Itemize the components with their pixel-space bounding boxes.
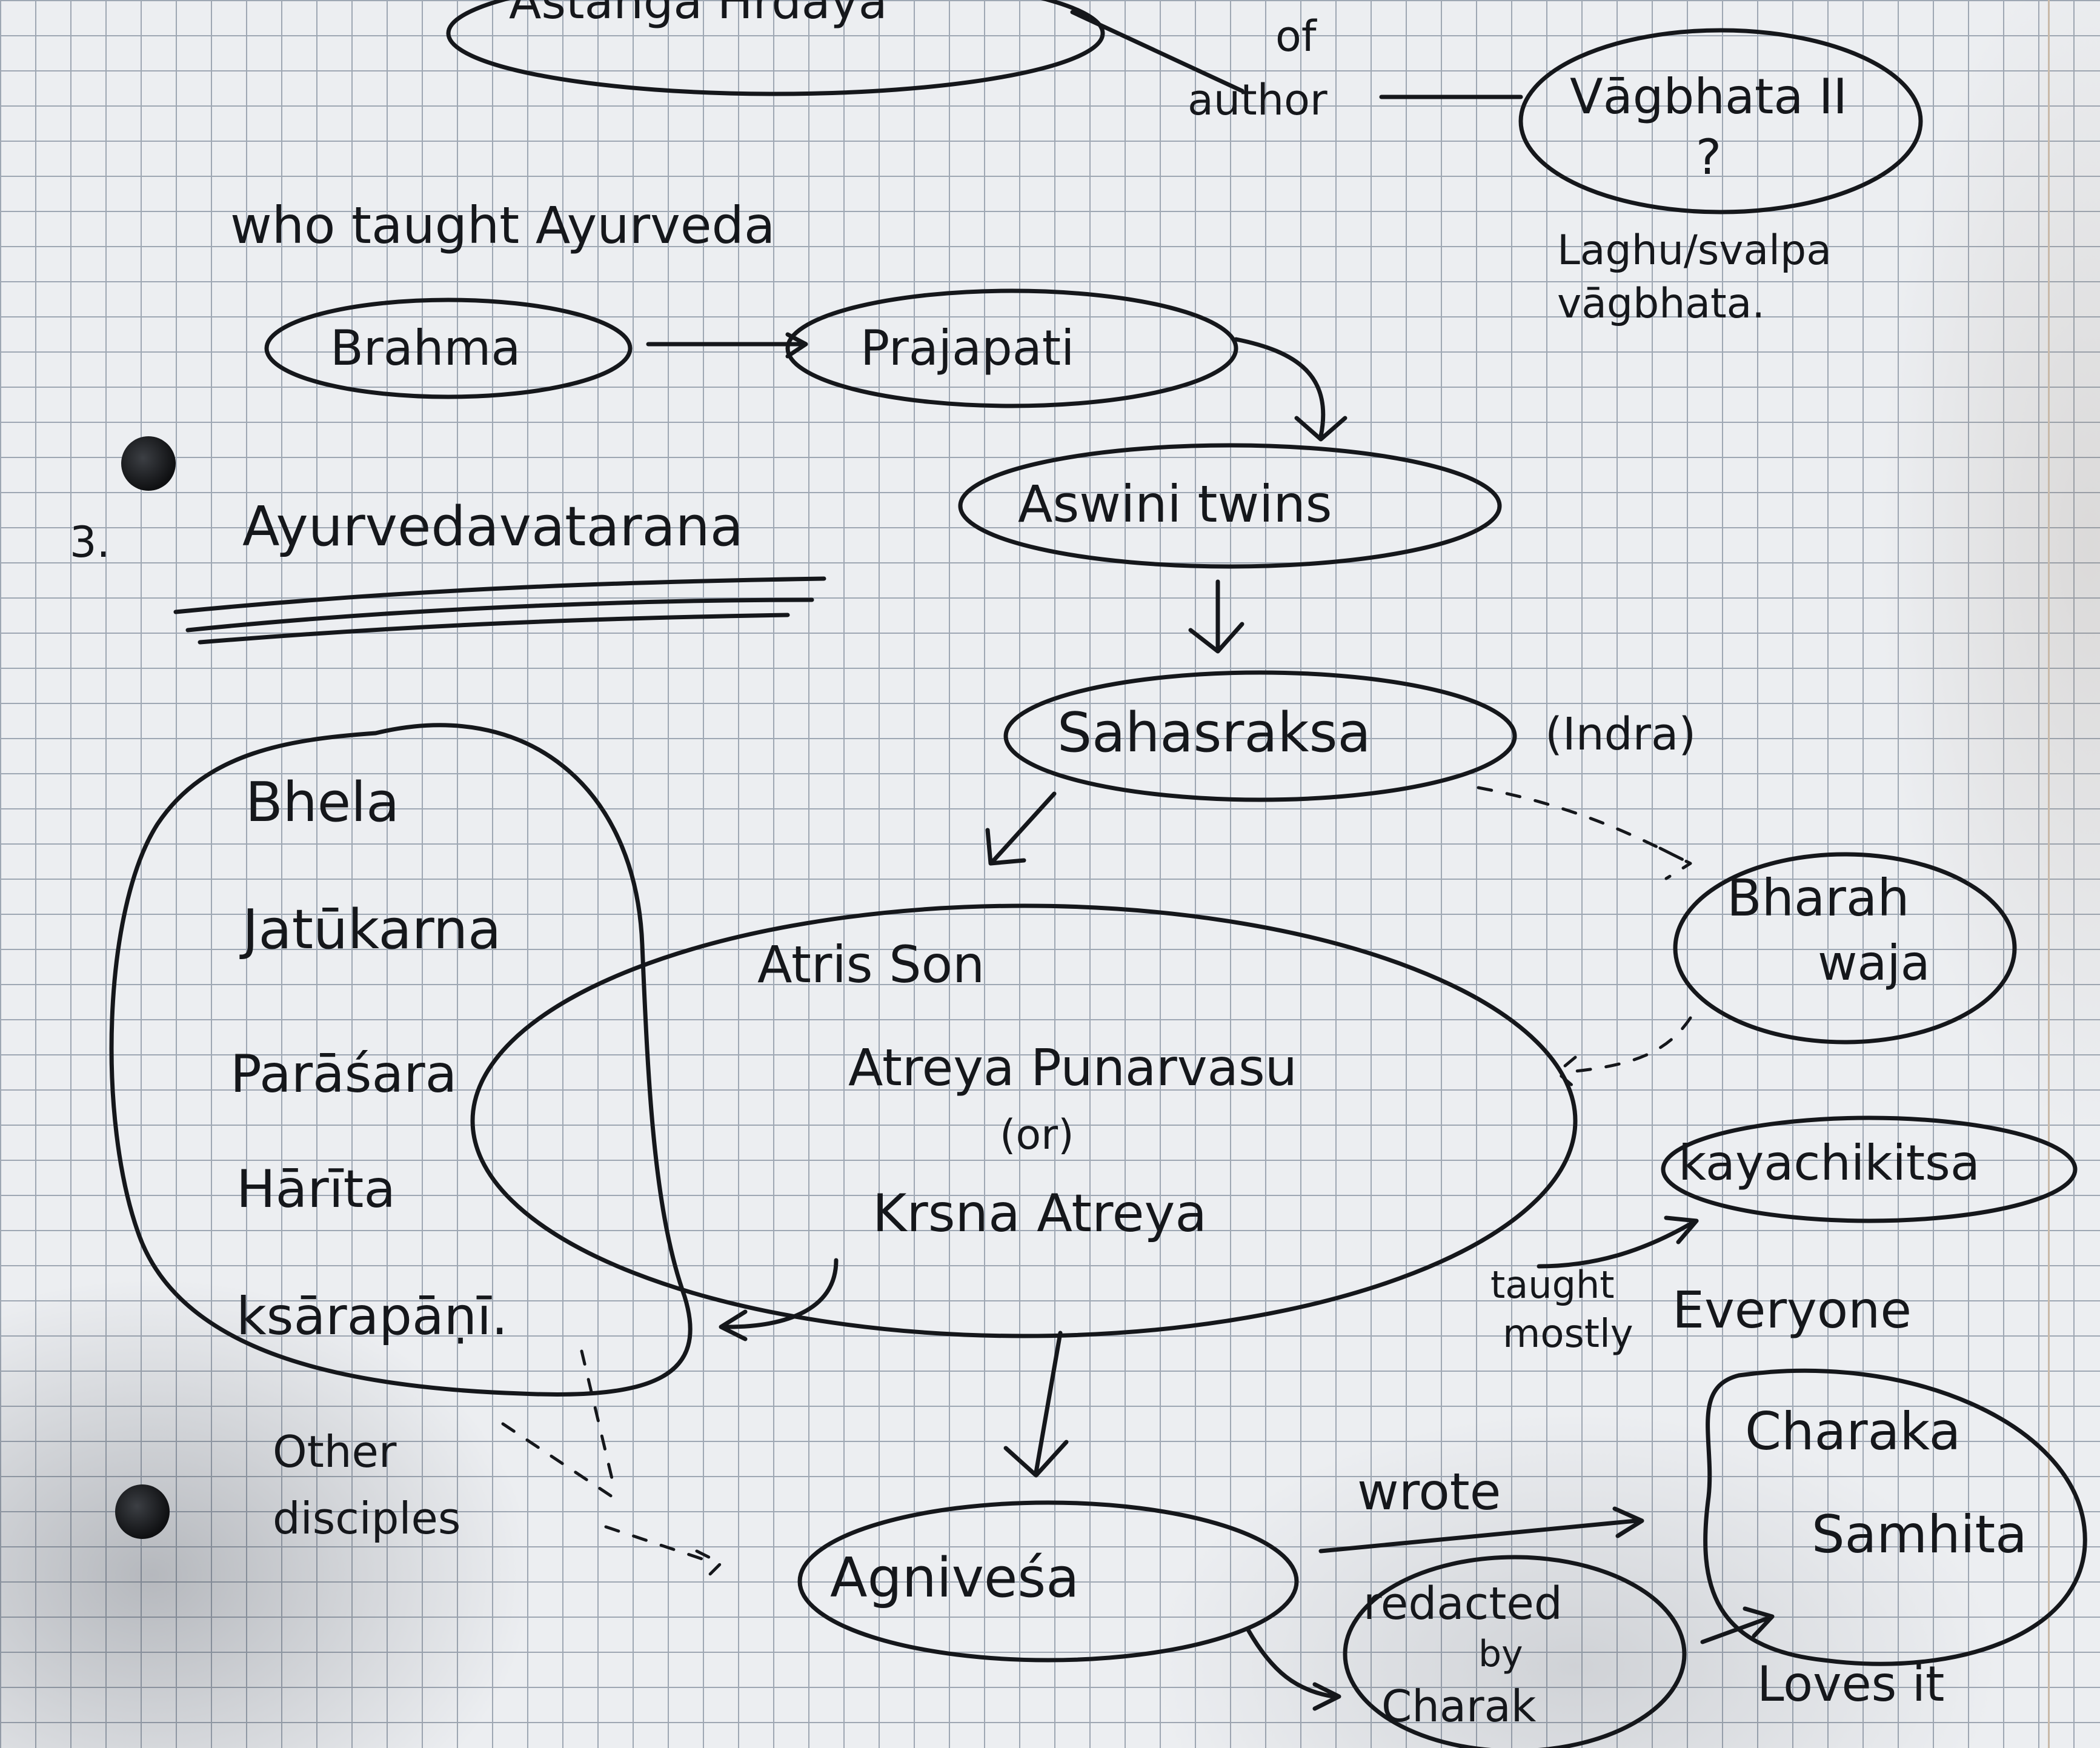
binder-hole-bottom [115, 1484, 170, 1539]
taught-to-kayachikitsa-arrow [1537, 1215, 1699, 1269]
astanga-to-author-line [1070, 10, 1244, 93]
section-number: 3. [70, 517, 110, 567]
author-label: author [1188, 75, 1327, 125]
agnivesa-label: Agniveśa [830, 1546, 1080, 1610]
sahasraksa-to-bharadwaja-arrow [1477, 786, 1692, 880]
charaka-loop [1703, 1368, 2087, 1666]
everyone-label: Everyone [1672, 1280, 1912, 1340]
atreya-label-3: (or) [1000, 1111, 1074, 1159]
who-taught-question: who taught Ayurveda [230, 196, 776, 255]
other-disciples-1: Other [273, 1426, 397, 1477]
disciples-loop [109, 723, 693, 1397]
atreya-oval [470, 903, 1578, 1338]
brahma-to-prajapati-arrow [646, 332, 808, 359]
sahasraksa-oval [1003, 670, 1517, 802]
disciple-ksarapani: ksārapāṇī. [236, 1286, 508, 1347]
disciple-jatukarna: Jatūkarna [242, 898, 502, 962]
wrote-arrow [1318, 1506, 1644, 1554]
prajapati-oval [785, 288, 1238, 408]
binder-hole-top [121, 436, 176, 491]
redacted-to-charaka-arrow [1700, 1606, 1775, 1644]
bharadwaja-oval [1673, 852, 2017, 1045]
astanga-oval [446, 0, 1105, 96]
charaka-label-1: Charaka [1745, 1401, 1961, 1462]
redacted-oval [1343, 1555, 1687, 1748]
brahma-label: Brahma [330, 320, 521, 376]
vagbhata-label: Vāgbhata II ? [1569, 68, 1848, 185]
sahasraksa-to-atreya-arrow [985, 791, 1057, 866]
disciple-bhela: Bhela [245, 771, 400, 834]
redacted-label-2: by [1478, 1633, 1523, 1675]
prajapati-label: Prajapati [860, 320, 1075, 376]
atreya-label-1: Atris Son [757, 935, 985, 994]
wrote-label: wrote [1357, 1462, 1501, 1521]
bharadwaja-label-1: Bharah [1727, 868, 1910, 928]
laghu-note: Laghu/svalpa vāgbhata. [1557, 227, 1832, 328]
atreya-to-disciples-arrow [719, 1258, 839, 1341]
redacted-label-3: Charak [1381, 1681, 1537, 1732]
disciple-parasara: Parāśara [230, 1044, 457, 1105]
agnivesa-to-redacted-arrow [1246, 1627, 1341, 1711]
redacted-label-1: redacted [1363, 1578, 1563, 1630]
mostly-label: mostly [1503, 1312, 1633, 1357]
brahma-oval [264, 297, 633, 399]
aswini-to-sahasraksa-arrow [1188, 579, 1244, 654]
other-disciples-arrow [501, 1349, 723, 1583]
atreya-label-2: Atreya Punarvasu [848, 1038, 1298, 1097]
kayachikitsa-oval [1661, 1115, 2078, 1223]
other-disciples-2: disciples [273, 1493, 461, 1544]
vagbhata-oval [1518, 28, 1923, 214]
taught-label: taught [1490, 1263, 1615, 1307]
of-label: of [1275, 12, 1317, 61]
kayachikitsa-label: kayachikitsa [1678, 1135, 1980, 1191]
aswini-label: Aswini twins [1018, 474, 1332, 534]
atreya-label-4: Krsna Atreya [872, 1183, 1208, 1244]
sahasraksa-label: Sahasraksa [1057, 701, 1371, 765]
disciple-harita: Hārīta [236, 1159, 396, 1220]
title-underline [173, 576, 826, 645]
charaka-label-2: Samhita [1812, 1504, 2027, 1565]
prajapati-to-aswini-arrow [1234, 337, 1347, 442]
bharadwaja-to-atreya-arrow [1555, 1016, 1692, 1092]
section-title: Ayurvedavatarana [242, 495, 743, 559]
agnivesa-oval [797, 1500, 1299, 1663]
indra-label: (Indra) [1545, 708, 1696, 760]
margin-line [2048, 0, 2050, 1748]
aswini-oval [958, 443, 1502, 569]
astanga-label: Astanga Hrdaya [509, 0, 888, 30]
loves-it-label: Loves it [1757, 1656, 1945, 1712]
bharadwaja-label-2: waja [1818, 935, 1930, 991]
atreya-to-agnivesa-arrow [1003, 1331, 1069, 1478]
